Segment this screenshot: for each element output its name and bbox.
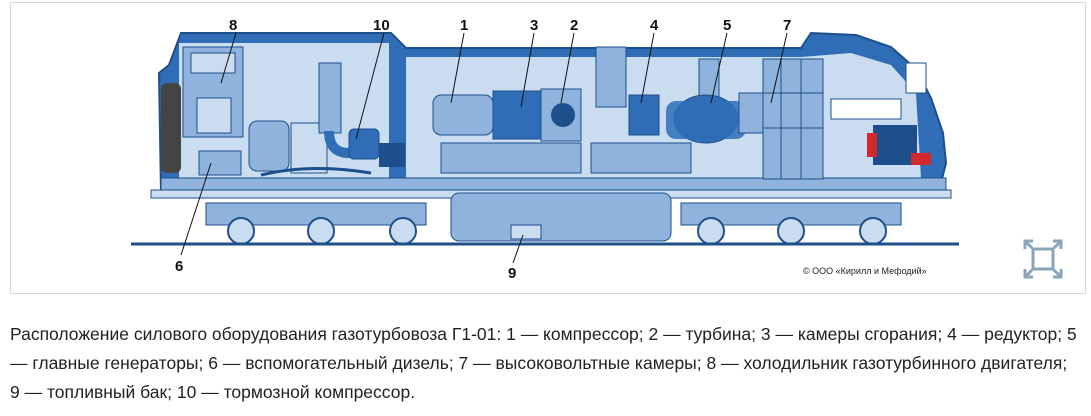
figure-caption: Расположение силового оборудования газот… <box>10 324 1077 402</box>
brake-compressor <box>260 62 405 177</box>
locomotive-diagram: 8 10 1 3 2 4 5 7 6 9 © ООО «Кирилл и Меф… <box>131 17 959 282</box>
locomotive-figure: 8 10 1 3 2 4 5 7 6 9 © ООО «Кирилл и Меф… <box>10 2 1086 294</box>
gas-turbine <box>432 46 692 174</box>
expand-icon[interactable] <box>1023 239 1063 279</box>
driver-cab <box>830 62 931 165</box>
copyright-notice: © ООО «Кирилл и Мефодий» <box>803 266 927 276</box>
callout-6: 6 <box>175 258 183 275</box>
callout-3: 3 <box>530 17 538 34</box>
fuel-tank <box>450 192 672 242</box>
main-generator <box>666 58 764 144</box>
callout-1: 1 <box>460 17 468 34</box>
callout-10: 10 <box>373 17 390 34</box>
callout-2: 2 <box>570 17 578 34</box>
rear-bogie <box>680 202 902 245</box>
cooler-unit <box>161 46 244 173</box>
leader-lines <box>180 32 788 264</box>
callout-9: 9 <box>508 265 516 282</box>
callout-8: 8 <box>229 17 237 34</box>
aux-diesel <box>198 120 328 176</box>
front-bogie <box>205 202 427 245</box>
high-voltage-chamber <box>762 58 824 180</box>
callout-7: 7 <box>783 17 791 34</box>
callout-5: 5 <box>723 17 731 34</box>
callout-4: 4 <box>650 17 659 34</box>
reducer <box>628 94 660 136</box>
